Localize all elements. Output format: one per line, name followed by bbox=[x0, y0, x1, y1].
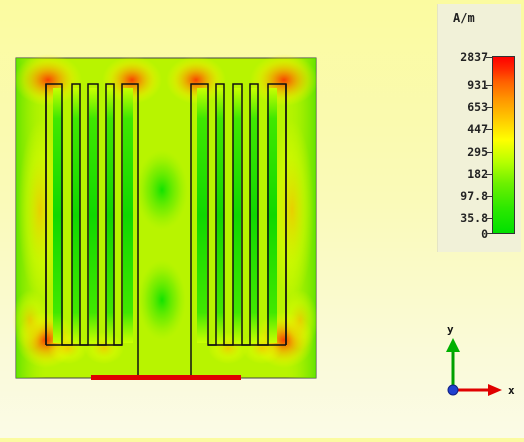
x-axis-label: x bbox=[508, 384, 515, 397]
legend-tick-label: 931 bbox=[467, 78, 488, 92]
legend-unit-label: A/m bbox=[453, 11, 475, 25]
legend-tick-label: 2837 bbox=[460, 50, 488, 64]
legend-tick-mark bbox=[486, 152, 492, 153]
x-axis-arrowhead bbox=[488, 384, 502, 396]
legend-tick-mark bbox=[486, 107, 492, 108]
left-meander-slots bbox=[53, 88, 133, 343]
legend-tick-label: 295 bbox=[467, 145, 488, 159]
z-axis-icon bbox=[447, 384, 459, 396]
legend-tick-mark bbox=[486, 174, 492, 175]
y-axis-label: y bbox=[447, 323, 454, 336]
legend-tick-label: 182 bbox=[467, 167, 488, 181]
legend-tick-mark bbox=[486, 85, 492, 86]
y-axis-arrowhead bbox=[446, 338, 460, 352]
legend-tick-label: 35.8 bbox=[460, 211, 488, 225]
legend-tick-mark bbox=[486, 233, 492, 234]
legend-tick-label: 0 bbox=[481, 227, 488, 241]
legend-tick-label: 97.8 bbox=[460, 189, 488, 203]
legend-tick-mark bbox=[486, 129, 492, 130]
right-meander-slots bbox=[197, 88, 277, 343]
legend-tick-mark bbox=[486, 218, 492, 219]
color-legend: A/m 2837 931 653 447 295 182 97.8 35.8 0 bbox=[437, 4, 521, 252]
axis-triad[interactable] bbox=[446, 338, 502, 396]
feed-line bbox=[91, 375, 241, 380]
legend-tick-mark bbox=[486, 196, 492, 197]
legend-tick-mark bbox=[486, 57, 492, 58]
legend-color-bar bbox=[492, 56, 515, 234]
legend-tick-label: 653 bbox=[467, 100, 488, 114]
legend-tick-label: 447 bbox=[467, 122, 488, 136]
